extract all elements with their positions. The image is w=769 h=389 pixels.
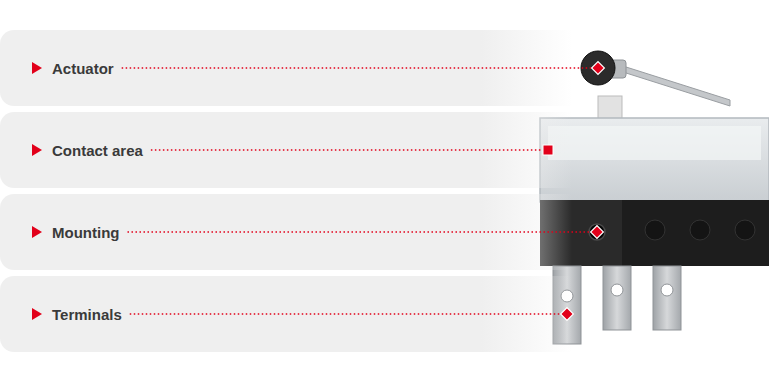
- bullet-triangle: [32, 308, 42, 320]
- part-label: Actuator: [52, 60, 114, 77]
- marker-point: [591, 226, 604, 239]
- leader-line: [151, 149, 541, 151]
- label-band: Mounting: [0, 194, 650, 270]
- leader-line: [130, 313, 560, 315]
- side-hole: [735, 220, 755, 240]
- bullet-triangle: [32, 62, 42, 74]
- part-label: Terminals: [52, 306, 122, 323]
- part-label: Contact area: [52, 142, 143, 159]
- side-hole: [690, 220, 710, 240]
- label-band: Contact area: [0, 112, 650, 188]
- terminal-tab: [653, 266, 681, 330]
- leader-line: [127, 231, 590, 233]
- part-label: Mounting: [52, 224, 119, 241]
- marker-point: [543, 145, 553, 155]
- leader-line: [122, 67, 591, 69]
- marker-point: [592, 62, 605, 75]
- label-band: Terminals: [0, 276, 650, 352]
- label-band: Actuator: [0, 30, 650, 106]
- terminal-hole: [661, 284, 673, 296]
- marker-point: [561, 308, 574, 321]
- bullet-triangle: [32, 144, 42, 156]
- bullet-triangle: [32, 226, 42, 238]
